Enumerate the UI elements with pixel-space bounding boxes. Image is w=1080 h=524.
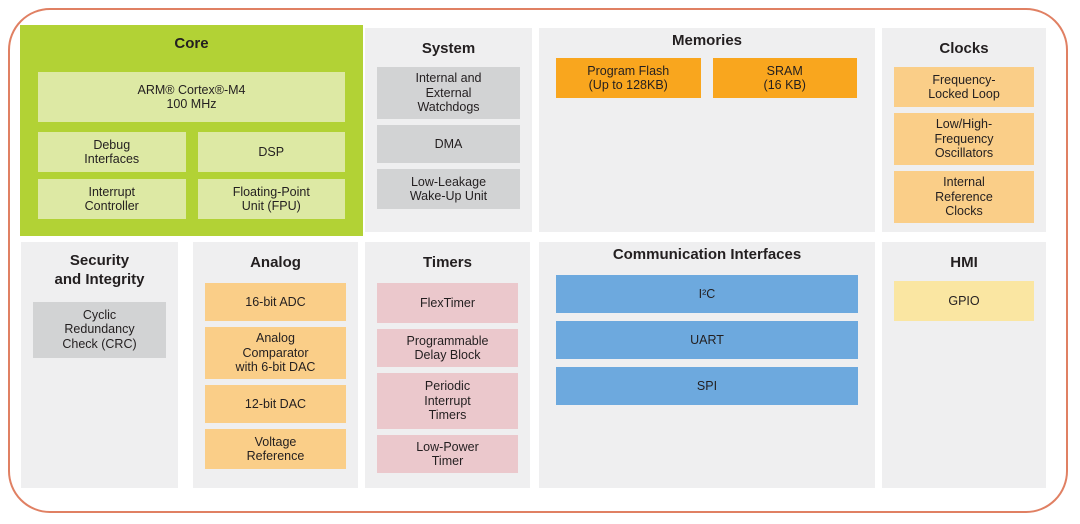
block-oscillators: Low/High- Frequency Oscillators [894,112,1034,165]
block-16bit-adc: 16-bit ADC [205,282,346,321]
section-hmi: HMI GPIO [882,242,1046,488]
block-watchdogs: Internal and External Watchdogs [377,66,520,119]
block-i2c: I²C [556,274,858,313]
diagram-outer-border [8,8,1068,513]
block-gpio: GPIO [894,280,1034,321]
block-dsp: DSP [197,131,345,172]
section-timers: Timers FlexTimer Programmable Delay Bloc… [365,242,530,488]
block-floating-point-unit: Floating-Point Unit (FPU) [197,178,345,219]
block-low-power-timer: Low-Power Timer [377,434,518,473]
section-analog: Analog 16-bit ADC Analog Comparator with… [193,242,358,488]
block-flextimer: FlexTimer [377,282,518,323]
block-program-flash: Program Flash (Up to 128KB) [556,57,701,98]
memories-row: Program Flash (Up to 128KB) SRAM (16 KB) [539,51,875,98]
section-header-hmi: HMI [950,254,978,271]
block-programmable-delay-block: Programmable Delay Block [377,328,518,367]
block-arm-cortex-m4: ARM® Cortex®-M4 100 MHz [38,71,345,122]
block-debug-interfaces: Debug Interfaces [38,131,186,172]
block-internal-reference-clocks: Internal Reference Clocks [894,170,1034,223]
block-crc: Cyclic Redundancy Check (CRC) [33,301,166,358]
section-header-clocks: Clocks [939,40,989,57]
section-security: Security and Integrity Cyclic Redundancy… [21,242,178,488]
block-dma: DMA [377,124,520,163]
section-header-communication-interfaces: Communication Interfaces [612,246,802,263]
block-sram: SRAM (16 KB) [712,57,857,98]
section-clocks: Clocks Frequency- Locked Loop Low/High- … [882,28,1046,232]
section-communication-interfaces: Communication Interfaces I²C UART SPI [539,242,875,488]
section-header-core: Core [174,35,209,52]
core-body: ARM® Cortex®-M4 100 MHz Debug Interfaces… [20,54,363,219]
core-grid: Debug Interfaces DSP Interrupt Controlle… [38,131,345,219]
section-header-timers: Timers [423,254,472,271]
block-interrupt-controller: Interrupt Controller [38,178,186,219]
section-header-security: Security and Integrity [54,252,145,288]
section-header-analog: Analog [250,254,301,271]
section-memories: Memories Program Flash (Up to 128KB) SRA… [539,28,875,232]
section-system: System Internal and External Watchdogs D… [365,28,532,232]
block-spi: SPI [556,366,858,405]
block-low-leakage-wakeup-unit: Low-Leakage Wake-Up Unit [377,168,520,209]
section-header-system: System [421,40,476,57]
block-frequency-locked-loop: Frequency- Locked Loop [894,66,1034,107]
block-12bit-dac: 12-bit DAC [205,384,346,423]
section-core: Core ARM® Cortex®-M4 100 MHz Debug Inter… [20,25,363,236]
block-analog-comparator: Analog Comparator with 6-bit DAC [205,326,346,379]
block-periodic-interrupt-timers: Periodic Interrupt Timers [377,372,518,429]
section-header-memories: Memories [671,32,743,49]
block-voltage-reference: Voltage Reference [205,428,346,469]
block-uart: UART [556,320,858,359]
